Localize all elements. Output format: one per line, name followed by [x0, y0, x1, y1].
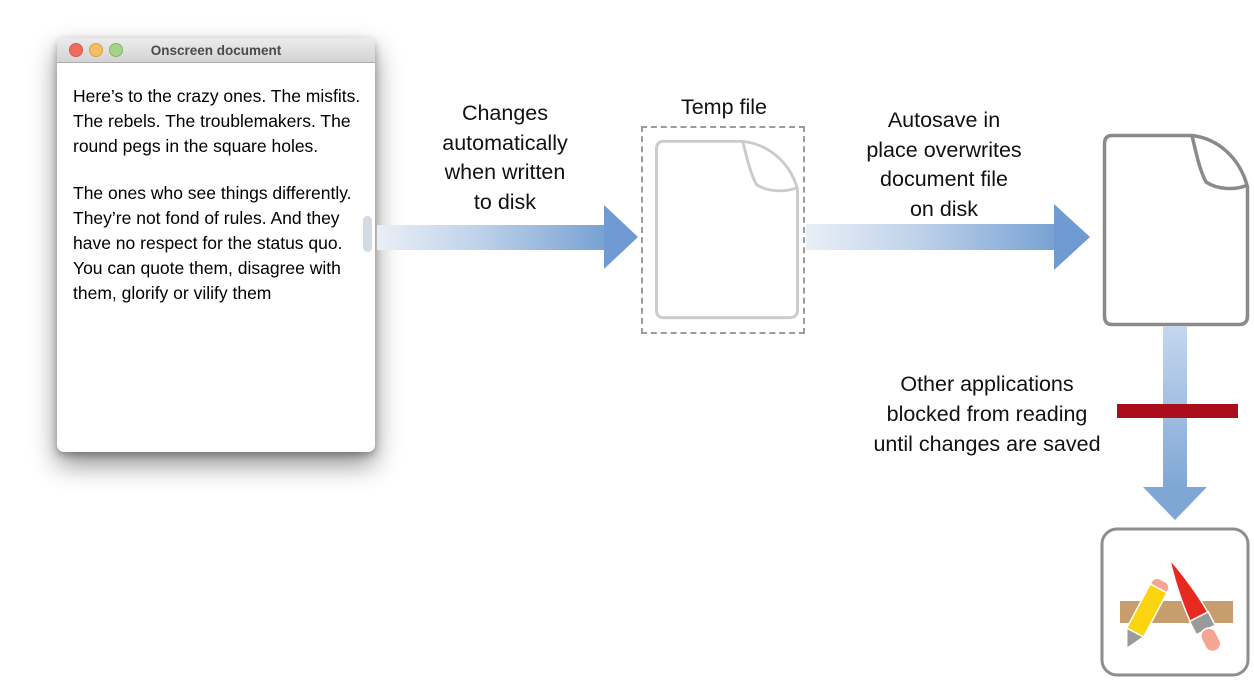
temp-document-icon — [654, 139, 800, 320]
temp-file-dashed-box — [641, 126, 805, 334]
document-paragraph: Here’s to the crazy ones. The misfits. T… — [73, 86, 361, 156]
close-button[interactable] — [69, 43, 83, 57]
label-line: when written — [444, 160, 566, 184]
arrow-tempfile-to-document — [806, 224, 1054, 250]
arrow-window-to-tempfile — [377, 225, 604, 250]
arrow-document-to-app-head — [1143, 487, 1207, 520]
arrow-tempfile-to-document-head — [1054, 204, 1090, 270]
label-line: Changes — [461, 101, 549, 125]
document-text-area[interactable]: Here’s to the crazy ones. The misfits. T… — [57, 63, 375, 452]
label-line: Other applications — [900, 372, 1074, 396]
onscreen-document-window: Onscreen document Here’s to the crazy on… — [57, 38, 375, 452]
pencil-icon — [1125, 577, 1170, 650]
paintbrush-icon — [1168, 556, 1222, 653]
blocked-bar-icon — [1117, 404, 1238, 418]
label-line: to disk — [473, 189, 537, 214]
window-titlebar[interactable]: Onscreen document — [57, 38, 375, 63]
label-line: Autosave in — [887, 108, 1001, 132]
label-line: document file — [880, 167, 1008, 191]
document-file-icon — [1102, 133, 1250, 327]
label-line: blocked from reading — [886, 402, 1088, 426]
label-line: automatically — [442, 130, 568, 155]
minimize-button[interactable] — [89, 43, 103, 57]
label-other-apps-blocked: Other applications blocked from reading … — [857, 369, 1117, 459]
arrow-window-to-tempfile-head — [604, 205, 638, 269]
label-line: place overwrites — [866, 137, 1022, 162]
label-changes-automatically: Changes automatically when written to di… — [385, 99, 625, 217]
label-line: on disk — [909, 196, 979, 221]
zoom-button[interactable] — [109, 43, 123, 57]
label-line: until changes are saved — [873, 432, 1101, 456]
destination-app-icon — [1100, 527, 1250, 677]
window-title: Onscreen document — [150, 43, 282, 58]
label-temp-file: Temp file — [680, 95, 768, 119]
label-autosave-in-place: Autosave in place overwrites document fi… — [824, 106, 1064, 224]
scrollbar-thumb[interactable] — [363, 216, 372, 252]
document-paragraph: The ones who see things differently. The… — [73, 183, 352, 303]
